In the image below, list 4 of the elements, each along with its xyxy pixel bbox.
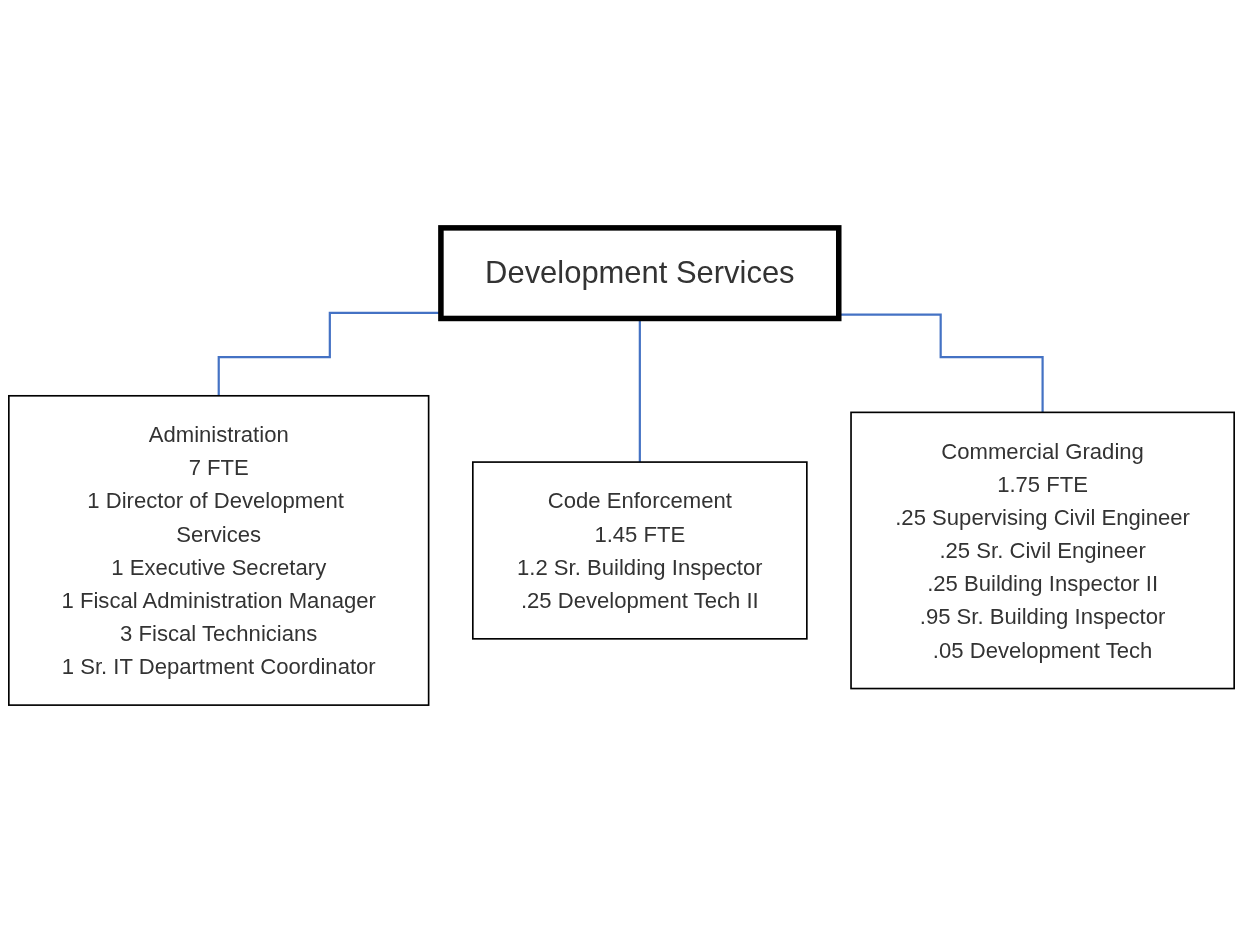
node-box: Commercial Grading 1.75 FTE .25 Supervising Civil Engineer .25 Sr. Civil Engineer .25 Building Inspector II .95 Sr. Building Inspector .05 Development Tech: [850, 411, 1235, 690]
node-box: Administration 7 FTE 1 Director of Development Services 1 Executive Secretary 1 Fiscal Administration Manager 3 Fiscal Technicians 1 Sr. IT Department Coordinator: [8, 394, 430, 706]
node-box: Code Enforcement 1.45 FTE 1.2 Sr. Building Inspector .25 Development Tech II: [472, 461, 808, 640]
node-box: Development Services: [438, 225, 842, 322]
